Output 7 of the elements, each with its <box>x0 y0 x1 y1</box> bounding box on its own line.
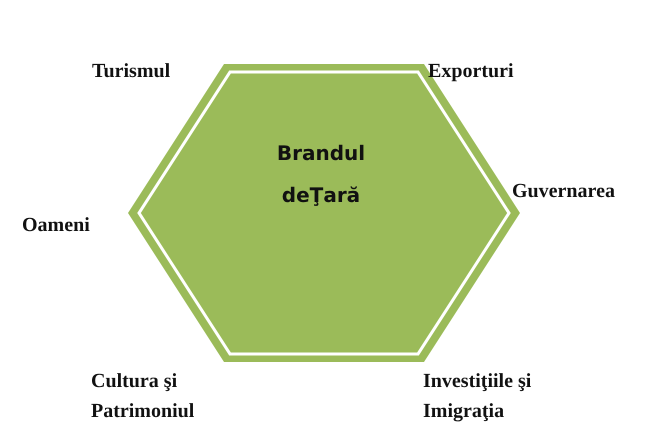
dimension-label: Oameni <box>22 213 90 238</box>
dimension-label: Guvernarea <box>512 179 615 204</box>
hexagon-label: Brandul deŢară <box>276 140 366 209</box>
dimension-label: Cultura şi Patrimoniul <box>91 369 196 424</box>
dimension-label: Investiţiile şi Imigraţia <box>423 369 532 424</box>
dimension-label: Turismul <box>92 59 170 84</box>
dimension-label: Exporturi <box>428 59 514 84</box>
